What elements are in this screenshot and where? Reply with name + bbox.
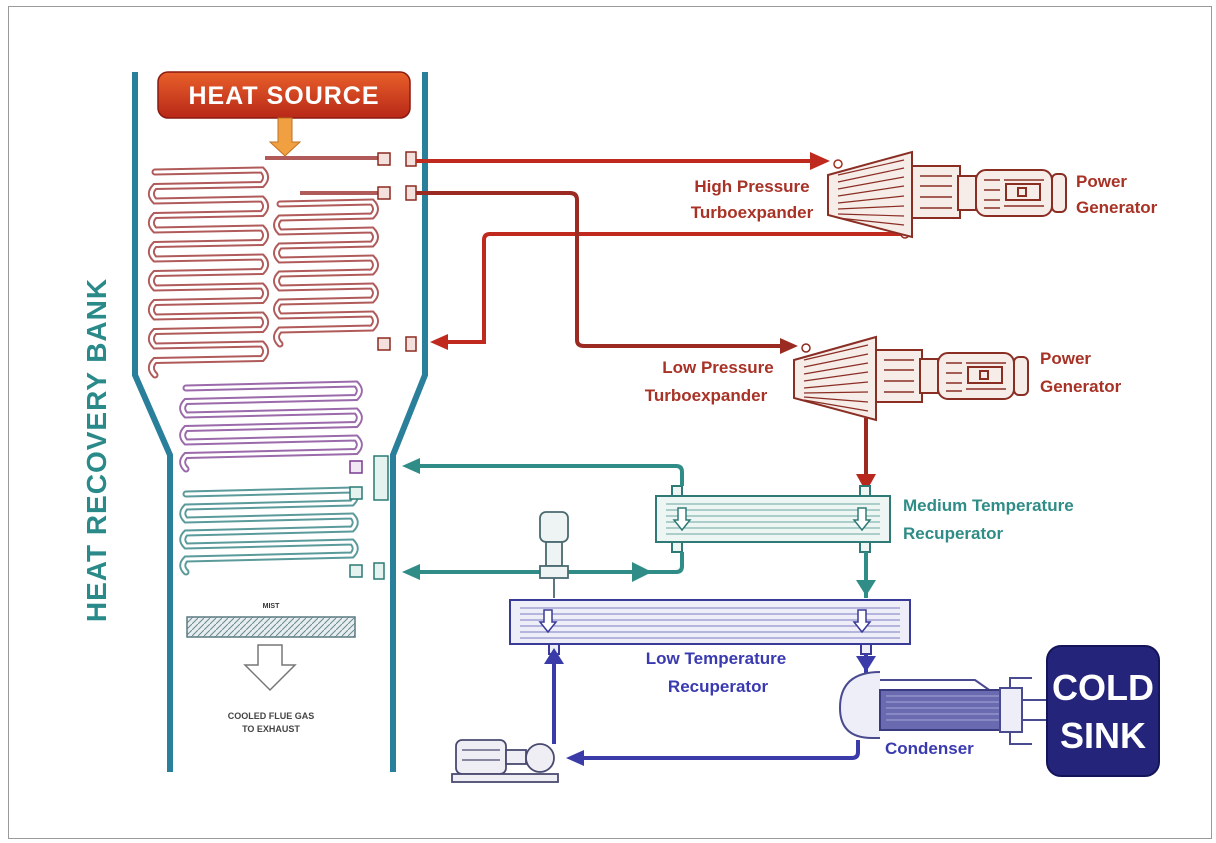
left-wall <box>132 72 173 772</box>
mtr-label-1: Medium Temperature <box>903 496 1074 515</box>
exhaust-label-1: COOLED FLUE GAS <box>228 711 315 721</box>
mist-eliminator <box>186 616 356 638</box>
ltr-label-2: Recuperator <box>668 677 769 696</box>
hp-return-pipe <box>440 232 903 344</box>
ltr-label-1: Low Temperature <box>646 649 786 668</box>
lp-turbo-label-2: Turboexpander <box>645 386 768 405</box>
heat-source-box <box>157 71 411 157</box>
lp-coil <box>273 198 379 348</box>
teal-return-pipe <box>412 464 684 486</box>
purple-coil <box>179 380 363 473</box>
feed-pump <box>451 739 559 783</box>
hp-generator <box>975 169 1067 217</box>
condenser <box>838 671 1048 745</box>
right-wall <box>390 72 428 772</box>
hp-coil <box>147 166 270 379</box>
hp-turbo-label-2: Turboexpander <box>691 203 814 222</box>
hp-generator-label-1: Power <box>1076 172 1127 191</box>
mtr-label-2: Recuperator <box>903 524 1004 543</box>
control-valve <box>539 511 569 598</box>
exhaust-label-2: TO EXHAUST <box>242 724 300 734</box>
teal-supply-pipe <box>412 552 684 574</box>
cold-sink-label-1: COLD <box>1052 667 1154 708</box>
condenser-to-pump-pipe <box>576 740 860 760</box>
teal-coil <box>179 486 359 576</box>
lp-supply-pipe <box>416 191 785 348</box>
lp-generator-label-2: Generator <box>1040 377 1122 396</box>
medium-temperature-recuperator <box>655 485 891 553</box>
low-temperature-recuperator <box>509 599 911 655</box>
lp-generator-label-1: Power <box>1040 349 1091 368</box>
lp-turbo-label-1: Low Pressure <box>662 358 774 377</box>
hp-generator-label-2: Generator <box>1076 198 1158 217</box>
hp-turboexpander <box>827 150 977 239</box>
lp-generator <box>937 352 1029 400</box>
cold-sink-label-2: SINK <box>1060 715 1146 756</box>
heat-recovery-bank-label: HEAT RECOVERY BANK <box>81 278 112 622</box>
nozzles <box>377 151 417 352</box>
condenser-label: Condenser <box>885 739 974 758</box>
hp-turbo-label-1: High Pressure <box>694 177 809 196</box>
mist-label: MIST <box>263 603 280 610</box>
exhaust-arrow <box>243 644 297 692</box>
cold-sink-box <box>1046 645 1160 777</box>
diagram-frame <box>8 6 1212 839</box>
lp-turboexpander <box>793 335 939 422</box>
heat-source-label: HEAT SOURCE <box>188 82 379 110</box>
